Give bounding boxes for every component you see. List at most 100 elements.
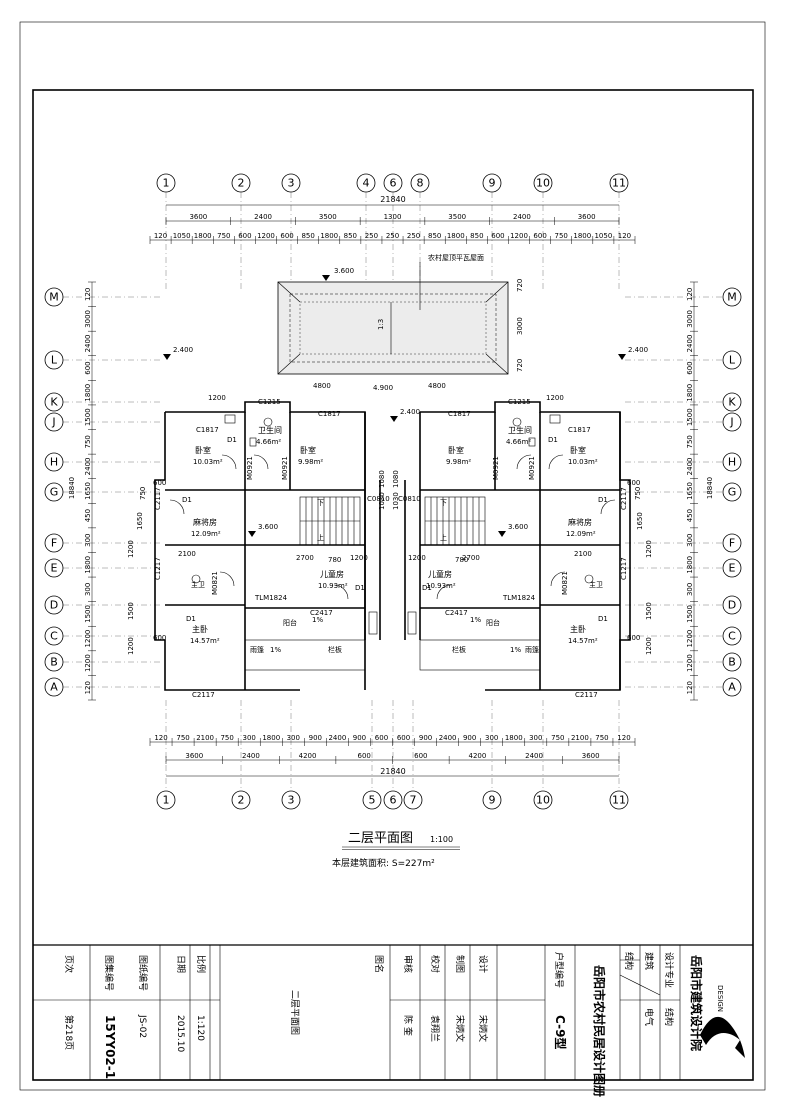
elevation-label: 3.600 [258, 523, 278, 531]
dim-right-value: 1800 [686, 556, 694, 574]
plan-note: 1% [312, 616, 323, 624]
plan-note: 下 [440, 499, 447, 507]
room-area: 9.98m² [298, 458, 323, 466]
axis-label-top: 3 [288, 177, 295, 190]
dim-bottom-1-value: 600 [358, 752, 371, 760]
dim-right-value: 1650 [686, 482, 694, 500]
dim-bottom-2-value: 300 [529, 734, 542, 742]
axis-label-right: B [728, 656, 736, 669]
room-area: 12.09m² [191, 530, 221, 538]
field-label: 图集编号 [103, 955, 115, 991]
dim-bottom-2-value: 2400 [439, 734, 457, 742]
plan-note: 780 [328, 556, 341, 564]
elevation-label: 3.600 [508, 523, 528, 531]
plan-note: 750 [634, 487, 642, 500]
dim-bottom-2-value: 120 [617, 734, 630, 742]
axis-bubble-top [609, 173, 629, 193]
elevation-marker [248, 531, 256, 537]
axis-label-top: 8 [417, 177, 424, 190]
door-label: D1 [186, 615, 196, 623]
elevation-marker [498, 531, 506, 537]
plan-note: 1030 [378, 492, 386, 510]
plan-note: 主卫 [191, 580, 205, 589]
axis-bubble-right [722, 652, 742, 672]
plan-note: 1080 [378, 470, 386, 488]
door-label: M0921 [246, 456, 254, 480]
dim-bottom-2-value: 2400 [328, 734, 346, 742]
dim-bottom-2-value: 1800 [505, 734, 523, 742]
discipline-electrical: 电气 [643, 1008, 655, 1026]
door-label: TLM1824 [502, 594, 536, 602]
dim-top-2-value: 1050 [173, 232, 191, 240]
axis-label-bottom: 5 [369, 794, 376, 807]
dim-top-1-value: 3500 [319, 213, 337, 221]
axis-bubble-top [482, 173, 502, 193]
plan-scale: 1:100 [430, 835, 453, 844]
room-name: 卧室 [300, 445, 316, 455]
dim-bottom-2-value: 300 [243, 734, 256, 742]
door-label: D1 [355, 584, 365, 592]
page-outer-border [19, 21, 766, 1091]
plan-note: 下 [317, 499, 324, 507]
dim-top-2-value: 120 [618, 232, 631, 240]
plan-note: 1500 [645, 602, 653, 620]
type-value: C-9型 [553, 1015, 568, 1049]
door-label: D1 [598, 496, 608, 504]
elevation-marker [163, 354, 171, 360]
role-label: 审核 [402, 955, 414, 973]
axis-bubble-right [722, 287, 742, 307]
axis-label-left: C [50, 630, 58, 643]
dim-bottom-2-value: 300 [287, 734, 300, 742]
axis-label-left: D [50, 599, 58, 612]
dim-bottom-2-value: 900 [353, 734, 366, 742]
axis-label-left: A [50, 681, 58, 694]
dim-top-2-value: 1200 [257, 232, 275, 240]
plan-note: 1500 [127, 602, 135, 620]
dim-bottom-2-value: 120 [154, 734, 167, 742]
roof-elev: 4.900 [373, 384, 393, 392]
dim-left-value: 450 [84, 509, 92, 522]
area-note: 本层建筑面积: S=227m² [332, 857, 435, 869]
axis-label-right: F [729, 537, 735, 550]
dim-left-value: 1200 [84, 654, 92, 672]
dim-bottom-2-value: 900 [463, 734, 476, 742]
axis-bubble-right [722, 482, 742, 502]
field-label: 比例 [195, 955, 207, 973]
axis-label-right: E [729, 562, 736, 575]
dim-bottom-1-value: 600 [414, 752, 427, 760]
floor-plan [154, 401, 631, 691]
dim-top-2-value: 120 [154, 232, 167, 240]
axis-bubble-left [44, 392, 64, 412]
dim-top-2-value: 1200 [510, 232, 528, 240]
axis-bubble-bottom [533, 790, 553, 810]
dim-left-value: 1200 [84, 630, 92, 648]
axis-bubble-right [722, 533, 742, 553]
dim-bottom-2-value: 750 [551, 734, 564, 742]
plan-note: 1200 [546, 394, 564, 402]
room-area: 10.03m² [193, 458, 223, 466]
company-logo [700, 1016, 745, 1058]
room-name: 卧室 [195, 445, 211, 455]
elevation-label: 2.400 [628, 346, 648, 354]
plan-note: 780 [455, 556, 468, 564]
axis-label-top: 10 [536, 177, 550, 190]
dim-bottom-2-value: 900 [419, 734, 432, 742]
axis-bubble-left [44, 287, 64, 307]
window-label: C2117 [192, 691, 215, 699]
room-name: 儿童房 [320, 569, 344, 579]
window-label: C1817 [196, 426, 219, 434]
room-name: 卧室 [448, 445, 464, 455]
plan-note: 栏板 [452, 645, 466, 654]
door-label: M0821 [211, 571, 219, 595]
dim-bottom-1-value: 3600 [185, 752, 203, 760]
field-value: 15YY02-1 [103, 1015, 117, 1079]
dim-right-value: 1800 [686, 384, 694, 402]
dim-top-2-value: 250 [365, 232, 378, 240]
plan-note: 栏板 [328, 645, 342, 654]
door-label: D1 [548, 436, 558, 444]
axis-bubble-right [722, 392, 742, 412]
dim-left-value: 1800 [84, 384, 92, 402]
dim-left-total: 18840 [68, 477, 76, 499]
dim-bottom-2-value: 600 [375, 734, 388, 742]
axis-bubble-left [44, 558, 64, 578]
